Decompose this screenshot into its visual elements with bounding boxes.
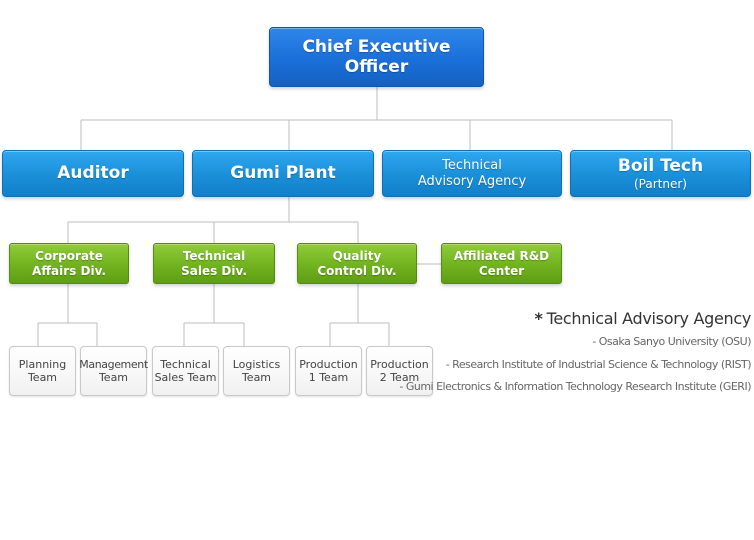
technical-sales-team-box: Technical Sales Team (152, 346, 219, 396)
corporate-affairs-line2: Affairs Div. (32, 263, 106, 278)
production-1-team-line2: 1 Team (308, 371, 349, 384)
advisory-note-title-text: Technical Advisory Agency (546, 309, 752, 328)
boil-tech-partner-label: (Partner) (634, 176, 687, 191)
corporate-affairs-line1: Corporate (35, 249, 103, 264)
ceo-box: Chief Executive Officer (269, 27, 484, 87)
technical-advisory-line2: Advisory Agency (417, 173, 527, 189)
ceo-title-line1: Chief Executive (302, 36, 451, 57)
boil-tech-label: Boil Tech (617, 156, 704, 177)
technical-sales-team-line2: Sales Team (154, 371, 217, 384)
technical-sales-team-line1: Technical (160, 357, 211, 371)
management-team-line1: Management (79, 357, 148, 371)
affiliated-rnd-line2: Center (478, 263, 525, 278)
advisory-item-geri: - Gumi Electronics & Information Technol… (399, 380, 751, 393)
management-team-box: Management Team (79, 346, 148, 396)
technical-sales-div-box: Technical Sales Div. (153, 243, 275, 284)
gumi-plant-label: Gumi Plant (230, 163, 336, 184)
quality-control-line1: Quality (332, 249, 382, 264)
technical-sales-line2: Sales Div. (181, 263, 247, 278)
planning-team-box: Planning Team (9, 346, 76, 396)
auditor-label: Auditor (57, 163, 129, 184)
production-2-team-line2: 2 Team (379, 371, 420, 384)
boil-tech-box: Boil Tech (Partner) (570, 150, 751, 197)
production-2-team-box: Production 2 Team (366, 346, 433, 396)
logistics-team-line1: Logistics (232, 357, 281, 371)
logistics-team-line2: Team (241, 371, 272, 384)
advisory-item-osu: - Osaka Sanyo University (OSU) (592, 335, 751, 348)
affiliated-rnd-center-box: Affiliated R&D Center (441, 243, 562, 284)
technical-advisory-box: Technical Advisory Agency (382, 150, 562, 197)
quality-control-div-box: Quality Control Div. (297, 243, 417, 284)
advisory-note-title: *Technical Advisory Agency (534, 309, 752, 328)
corporate-affairs-div-box: Corporate Affairs Div. (9, 243, 129, 284)
affiliated-rnd-line1: Affiliated R&D (453, 249, 550, 264)
logistics-team-box: Logistics Team (223, 346, 290, 396)
advisory-note-star: * (534, 309, 543, 328)
technical-advisory-line1: Technical (442, 157, 502, 173)
advisory-item-rist: - Research Institute of Industrial Scien… (445, 358, 752, 371)
planning-team-line2: Team (27, 371, 58, 384)
auditor-box: Auditor (2, 150, 184, 197)
gumi-plant-box: Gumi Plant (192, 150, 374, 197)
production-1-team-box: Production 1 Team (295, 346, 362, 396)
quality-control-line2: Control Div. (317, 263, 397, 278)
management-team-line2: Team (98, 371, 129, 384)
production-2-team-line1: Production (370, 357, 429, 371)
planning-team-line1: Planning (18, 357, 67, 371)
ceo-title-line2: Officer (344, 57, 409, 77)
technical-sales-line1: Technical (182, 249, 246, 264)
production-1-team-line1: Production (299, 357, 358, 371)
